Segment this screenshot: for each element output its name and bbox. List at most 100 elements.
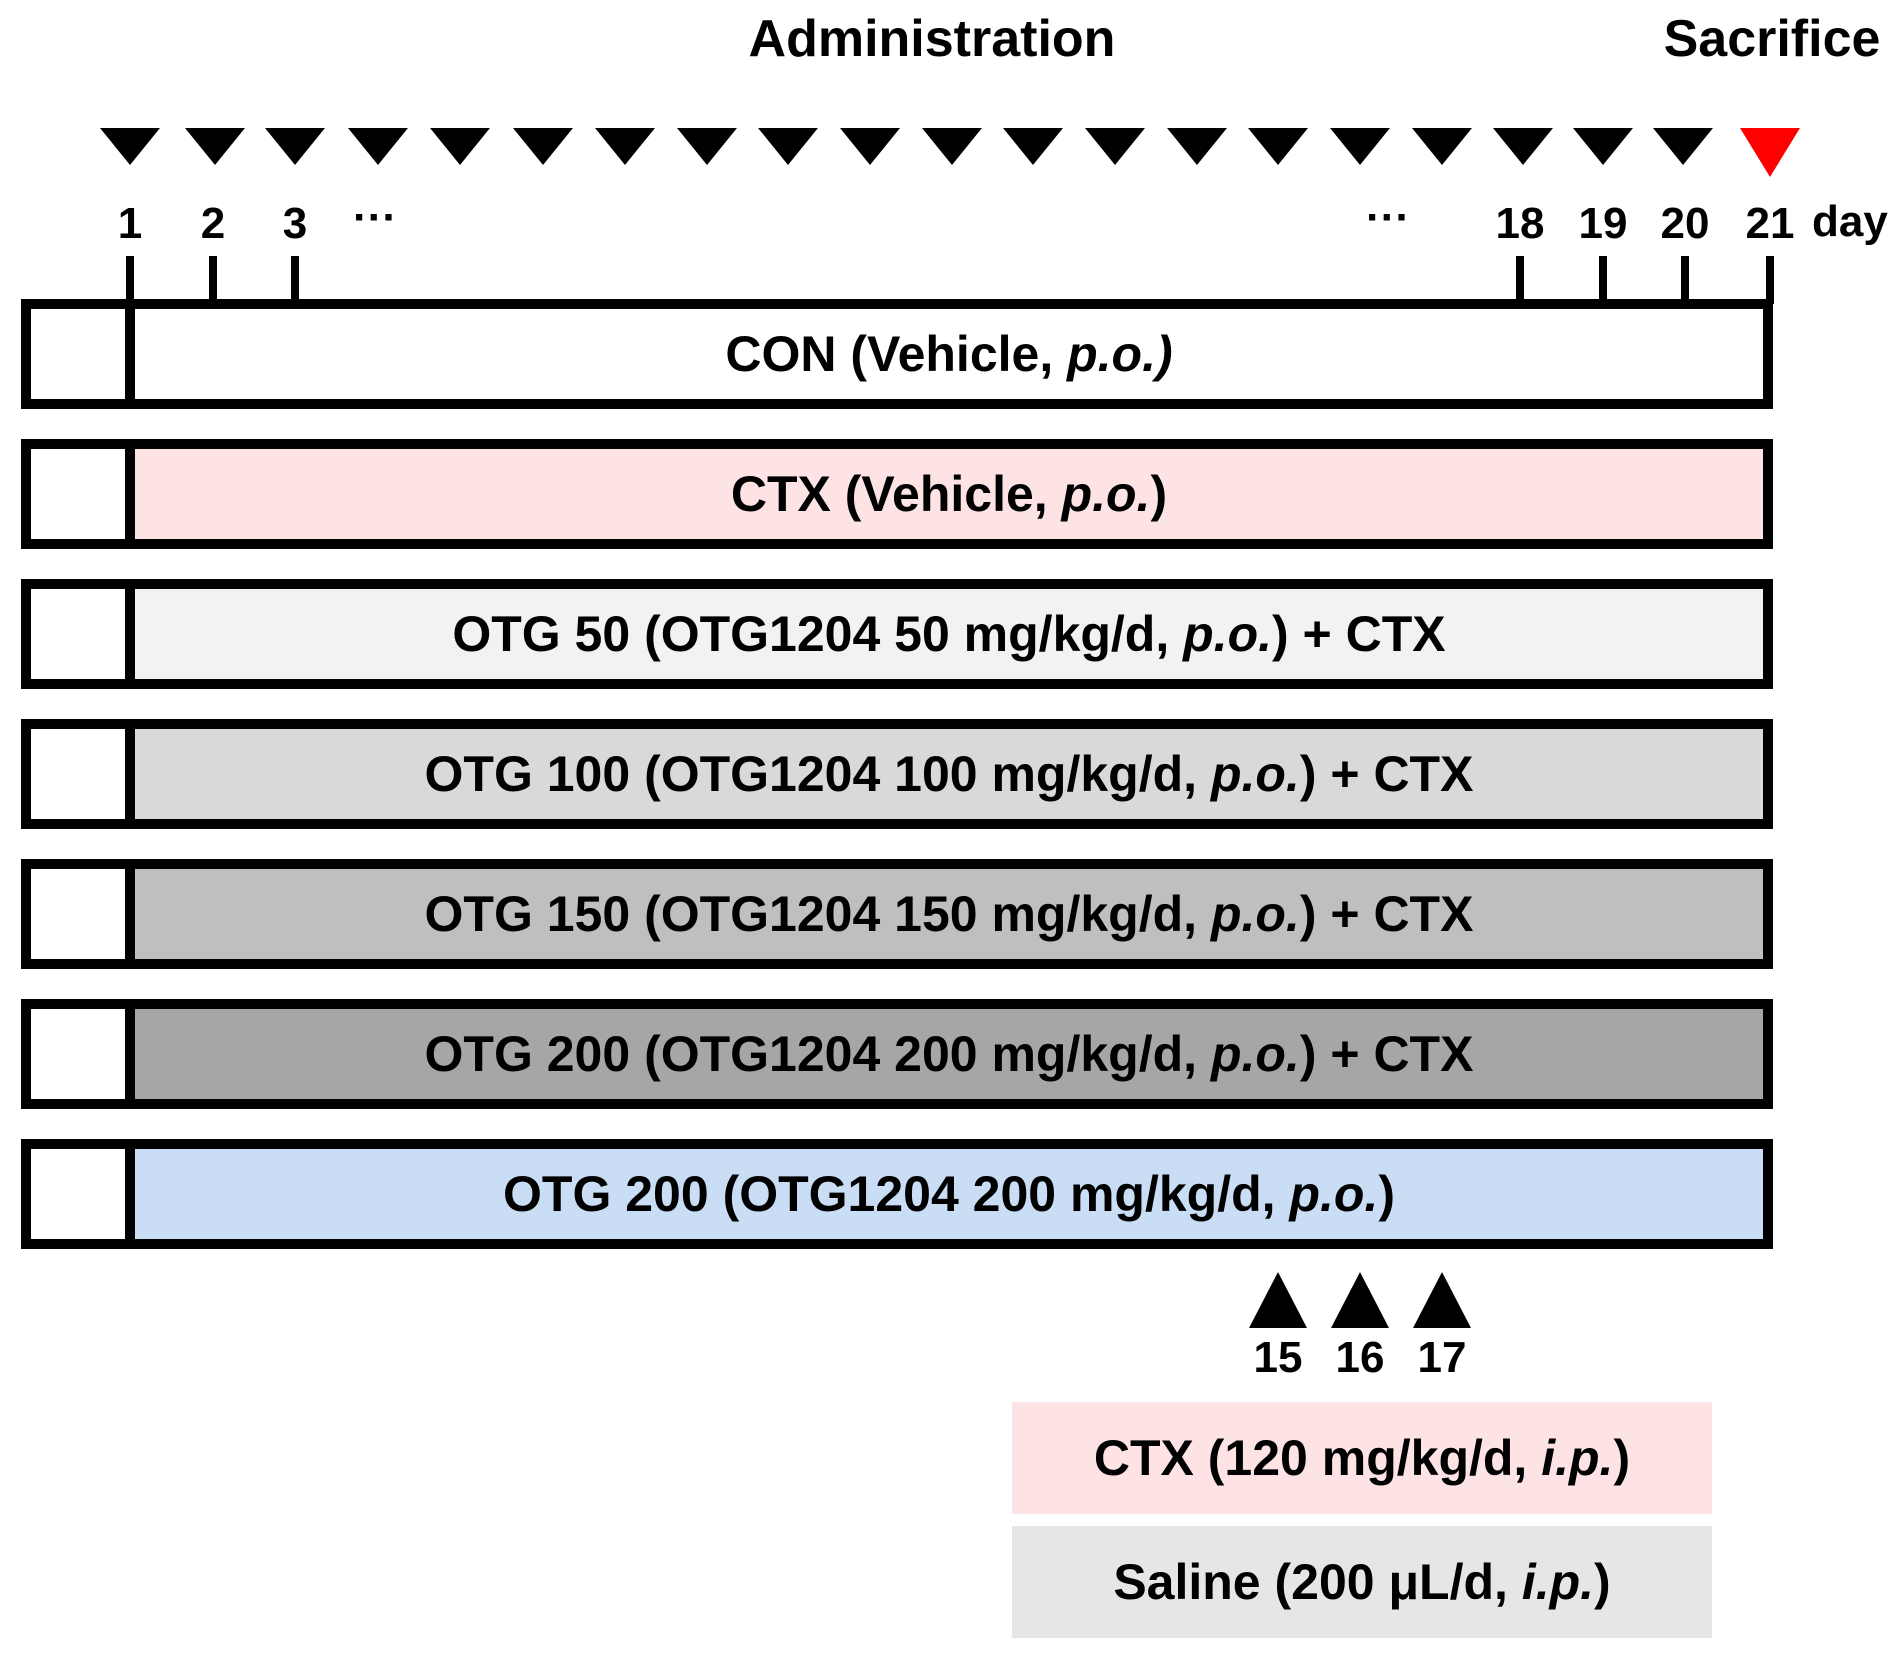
sacrifice-marker	[1740, 128, 1800, 177]
injection-marker	[1413, 1272, 1471, 1328]
day-tick	[1516, 256, 1524, 304]
injection-day-label: 15	[1254, 1333, 1303, 1382]
pre-treatment-cell	[21, 859, 135, 969]
day-label: 20	[1661, 199, 1710, 248]
injection-day-label: 16	[1336, 1333, 1385, 1382]
group-label: OTG 100 (OTG1204 100 mg/kg/d, p.o.) + CT…	[425, 746, 1474, 802]
injection-legend: CTX (120 mg/kg/d, i.p.)Saline (200 μL/d,…	[1012, 1402, 1712, 1638]
group-label-part: ) + CTX	[1300, 746, 1474, 802]
treatment-period-cell	[125, 999, 1773, 1109]
legend-box	[1012, 1526, 1712, 1638]
day-label: 3	[283, 199, 307, 248]
group-label: CON (Vehicle, p.o.)	[725, 326, 1172, 382]
day-label: 21	[1746, 199, 1795, 248]
sacrifice-label: Sacrifice	[1664, 10, 1881, 68]
treatment-period-cell	[125, 439, 1773, 549]
legend-box	[1012, 1402, 1712, 1514]
group-bar: CON (Vehicle, p.o.)	[21, 299, 1773, 409]
group-label-part: p.o.	[1209, 746, 1300, 802]
administration-marker	[1330, 128, 1390, 165]
group-bar: OTG 200 (OTG1204 200 mg/kg/d, p.o.) + CT…	[21, 999, 1773, 1109]
administration-marker	[1167, 128, 1227, 165]
day-tick	[1766, 256, 1774, 304]
legend-label-part: i.p.	[1522, 1554, 1594, 1610]
group-label: CTX (Vehicle, p.o.)	[731, 466, 1167, 522]
administration-marker	[1653, 128, 1713, 165]
group-bar: OTG 100 (OTG1204 100 mg/kg/d, p.o.) + CT…	[21, 719, 1773, 829]
legend-label: CTX (120 mg/kg/d, i.p.)	[1094, 1430, 1630, 1486]
administration-marker	[430, 128, 490, 165]
timeline-ellipsis-left: ···	[353, 193, 397, 242]
administration-marker	[1412, 128, 1472, 165]
administration-marker	[1493, 128, 1553, 165]
injection-markers: 15 16 17	[1249, 1272, 1471, 1382]
administration-marker	[100, 128, 160, 165]
day-tick	[1599, 256, 1607, 304]
legend-label-part: )	[1613, 1430, 1630, 1486]
group-label-part: CON (Vehicle,	[725, 326, 1067, 382]
day-tick	[291, 256, 299, 304]
group-label-part: OTG 150 (OTG1204 150 mg/kg/d,	[425, 886, 1211, 942]
administration-marker	[1573, 128, 1633, 165]
treatment-period-cell	[125, 579, 1773, 689]
treatment-period-cell	[125, 719, 1773, 829]
group-label-part: ) + CTX	[1300, 886, 1474, 942]
legend-label-part: CTX (120 mg/kg/d,	[1094, 1430, 1541, 1486]
pre-treatment-cell	[21, 1139, 135, 1249]
pre-treatment-cell	[21, 719, 135, 829]
injection-marker	[1331, 1272, 1389, 1328]
group-label-part: ) + CTX	[1300, 1026, 1474, 1082]
group-label: OTG 200 (OTG1204 200 mg/kg/d, p.o.)	[503, 1166, 1395, 1222]
day-label: 2	[201, 199, 225, 248]
legend-label: Saline (200 μL/d, i.p.)	[1113, 1554, 1610, 1610]
timeline-ellipsis-right: ···	[1366, 193, 1410, 242]
day-label: 1	[118, 199, 142, 248]
pre-treatment-cell	[21, 579, 135, 689]
treatment-groups: CON (Vehicle, p.o.)CTX (Vehicle, p.o.)OT…	[21, 299, 1773, 1249]
group-label-part: OTG 200 (OTG1204 200 mg/kg/d,	[503, 1166, 1289, 1222]
group-label-part: p.o.	[1209, 1026, 1300, 1082]
day-tick	[209, 256, 217, 304]
group-label-part: p.o.)	[1065, 326, 1173, 382]
group-label-part: )	[1378, 1166, 1395, 1222]
administration-marker	[1248, 128, 1308, 165]
group-label-part: p.o.	[1209, 886, 1300, 942]
treatment-period-cell	[125, 1139, 1773, 1249]
day-tick	[126, 256, 134, 304]
group-bar: OTG 200 (OTG1204 200 mg/kg/d, p.o.)	[21, 1139, 1773, 1249]
pre-treatment-cell	[21, 999, 135, 1109]
day-labels: 1 2 3 18 19 20 21	[118, 199, 1795, 248]
administration-marker	[265, 128, 325, 165]
group-label-part: )	[1150, 466, 1167, 522]
administration-marker	[595, 128, 655, 165]
day-label: 19	[1579, 199, 1628, 248]
group-label-part: p.o.	[1060, 466, 1151, 522]
pre-treatment-cell	[21, 439, 135, 549]
day-label: 18	[1496, 199, 1545, 248]
group-label-part: OTG 200 (OTG1204 200 mg/kg/d,	[425, 1026, 1211, 1082]
administration-marker	[185, 128, 245, 165]
group-label-part: OTG 100 (OTG1204 100 mg/kg/d,	[425, 746, 1211, 802]
treatment-period-cell	[125, 299, 1773, 409]
group-label-part: OTG 50 (OTG1204 50 mg/kg/d,	[452, 606, 1183, 662]
group-bar: OTG 150 (OTG1204 150 mg/kg/d, p.o.) + CT…	[21, 859, 1773, 969]
administration-marker	[1003, 128, 1063, 165]
legend-label-part: Saline (200 μL/d,	[1113, 1554, 1522, 1610]
group-bar: CTX (Vehicle, p.o.)	[21, 439, 1773, 549]
group-label-part: p.o.	[1287, 1166, 1378, 1222]
administration-marker	[677, 128, 737, 165]
timeline-ticks	[126, 256, 1774, 304]
administration-markers	[100, 128, 1800, 177]
group-bar: OTG 50 (OTG1204 50 mg/kg/d, p.o.) + CTX	[21, 579, 1773, 689]
injection-day-label: 17	[1418, 1333, 1467, 1382]
administration-marker	[922, 128, 982, 165]
administration-marker	[1085, 128, 1145, 165]
legend-label-part: )	[1594, 1554, 1611, 1610]
group-label-part: ) + CTX	[1272, 606, 1446, 662]
legend-item: Saline (200 μL/d, i.p.)	[1012, 1526, 1712, 1638]
group-label: OTG 50 (OTG1204 50 mg/kg/d, p.o.) + CTX	[452, 606, 1445, 662]
legend-label-part: i.p.	[1541, 1430, 1613, 1486]
injection-marker	[1249, 1272, 1307, 1328]
group-label: OTG 200 (OTG1204 200 mg/kg/d, p.o.) + CT…	[425, 1026, 1474, 1082]
